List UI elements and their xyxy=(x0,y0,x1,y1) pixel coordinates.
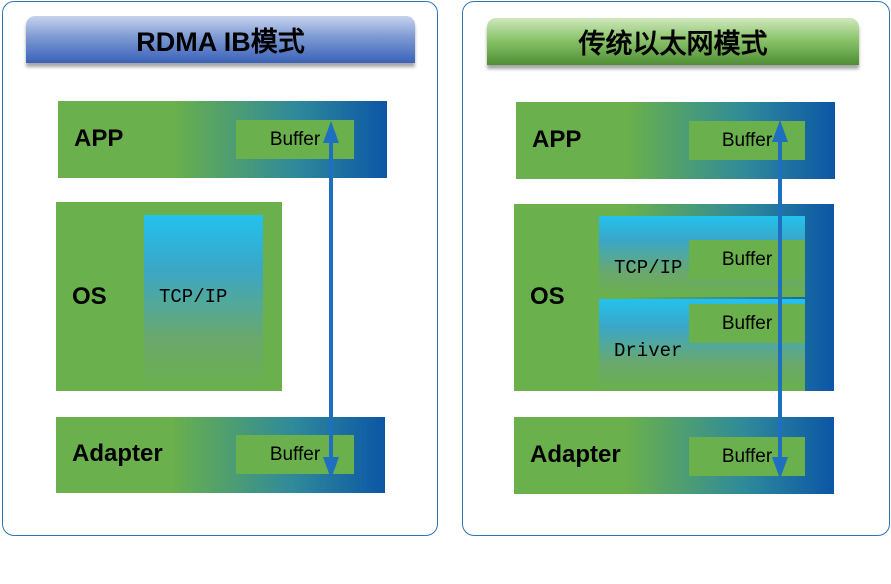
rdma-title: RDMA IB模式 xyxy=(26,16,415,63)
ethernet-driver-label: Driver xyxy=(614,340,683,362)
ethernet-driver-buffer: Buffer xyxy=(689,304,805,343)
ethernet-adapter-label: Adapter xyxy=(530,441,621,468)
rdma-data-path-arrow xyxy=(323,121,339,479)
ethernet-data-path-arrow xyxy=(772,120,788,479)
rdma-adapter-label: Adapter xyxy=(72,440,163,467)
rdma-adapter-buffer: Buffer xyxy=(236,435,354,474)
ethernet-os-label: OS xyxy=(530,283,565,310)
ethernet-title: 传统以太网模式 xyxy=(487,18,859,65)
ethernet-tcpip-label: TCP/IP xyxy=(614,257,683,279)
rdma-app-label: APP xyxy=(74,125,124,152)
rdma-tcpip-label: TCP/IP xyxy=(159,286,228,308)
ethernet-app-label: APP xyxy=(532,126,582,153)
rdma-os-label: OS xyxy=(72,283,107,310)
ethernet-adapter-buffer: Buffer xyxy=(689,437,805,476)
rdma-tcpip-box xyxy=(144,215,263,391)
ethernet-tcpip-buffer: Buffer xyxy=(689,240,805,279)
